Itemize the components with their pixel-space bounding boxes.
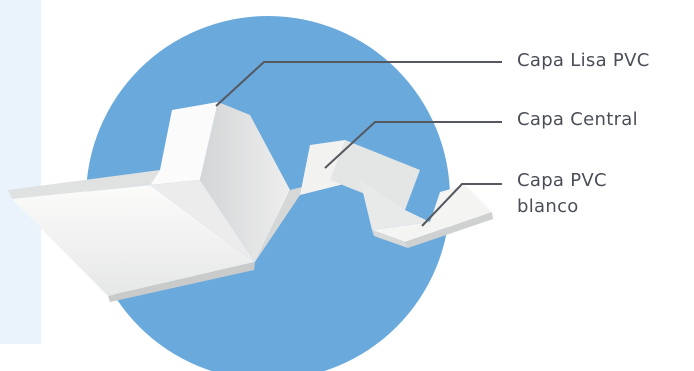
label-capa-pvc-line-2: blanco <box>517 196 579 217</box>
leader-line-capa-central <box>324 121 502 169</box>
leader-lines <box>215 61 502 227</box>
leader-line-capa-lisa <box>215 61 502 107</box>
label-capa-pvc-blanco: Capa PVC blanco <box>517 168 607 220</box>
label-capa-pvc-line-1: Capa PVC <box>517 170 607 191</box>
pvc-panel-profile <box>8 102 493 302</box>
label-capa-central: Capa Central <box>517 109 638 130</box>
side-panel <box>0 0 41 344</box>
label-capa-lisa-pvc: Capa Lisa PVC <box>517 50 650 71</box>
leader-line-capa-pvc <box>421 183 502 227</box>
